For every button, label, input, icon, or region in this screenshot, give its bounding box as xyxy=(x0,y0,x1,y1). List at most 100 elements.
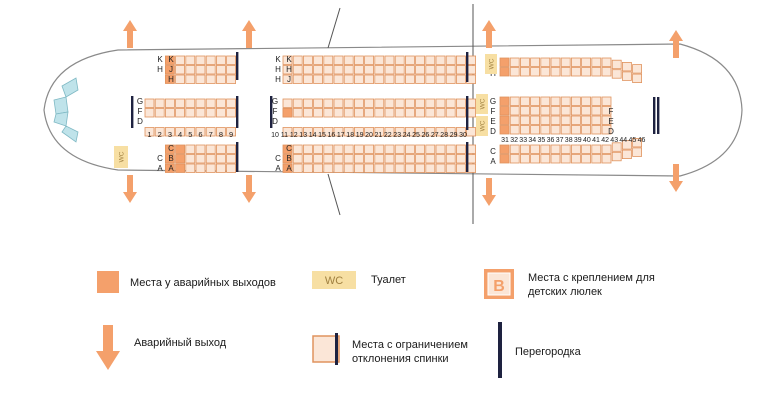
seat xyxy=(560,106,571,116)
partition xyxy=(466,52,469,82)
seat xyxy=(384,55,395,65)
seat xyxy=(195,65,206,75)
seat xyxy=(364,127,375,137)
seat xyxy=(581,125,591,135)
seat xyxy=(509,144,520,154)
seat xyxy=(571,57,581,67)
seat xyxy=(540,67,551,77)
emergency-seat xyxy=(499,57,510,67)
seat-letter: D xyxy=(608,127,614,136)
seat xyxy=(226,163,237,173)
emergency-seat xyxy=(499,125,510,135)
seat xyxy=(364,65,375,75)
row-number: 6 xyxy=(198,130,202,139)
seat xyxy=(164,98,175,108)
seat xyxy=(591,115,602,125)
row-number: 9 xyxy=(229,130,233,139)
seat xyxy=(632,64,642,74)
seat xyxy=(581,144,591,154)
seat xyxy=(292,65,303,75)
seat xyxy=(175,74,186,84)
seat xyxy=(333,154,344,164)
seat xyxy=(364,55,375,65)
seat-letter: H xyxy=(275,75,281,84)
seat xyxy=(175,65,186,75)
row-number: 32 xyxy=(510,137,518,144)
seat xyxy=(282,98,293,108)
exit-arrow-down-icon xyxy=(123,175,137,203)
seat xyxy=(313,144,324,154)
seat xyxy=(415,127,426,137)
partition xyxy=(270,96,273,128)
seat xyxy=(282,108,293,118)
row-number: 1 xyxy=(147,130,151,139)
seat xyxy=(611,151,622,162)
row-number: 11 xyxy=(281,132,288,139)
seat xyxy=(415,55,426,65)
row-number: 44 xyxy=(619,137,627,144)
row-number: 35 xyxy=(538,137,546,144)
seat xyxy=(175,108,186,118)
legend-bassinet-inner xyxy=(487,272,511,296)
seat xyxy=(404,144,415,154)
emergency-seat xyxy=(175,144,186,154)
seat xyxy=(415,163,426,173)
row-number: 16 xyxy=(328,132,336,139)
seat xyxy=(455,127,466,137)
seat xyxy=(144,108,155,118)
exit-arrow-up-icon xyxy=(482,20,496,48)
row-number: 18 xyxy=(346,132,354,139)
seat-letter: D xyxy=(272,117,278,126)
row-number: 27 xyxy=(431,132,439,139)
exit-arrow-up-icon xyxy=(669,30,683,58)
seat xyxy=(226,108,237,118)
seat xyxy=(520,154,530,164)
partition xyxy=(466,96,469,130)
seat xyxy=(601,125,612,135)
seat xyxy=(353,144,364,154)
seat xyxy=(226,154,237,164)
exit-arrow-up-icon xyxy=(123,20,137,48)
seat xyxy=(601,67,612,77)
seat xyxy=(384,127,395,137)
seat xyxy=(374,98,385,108)
emergency-seat xyxy=(164,154,175,164)
seat-letter: G xyxy=(272,97,278,106)
seat xyxy=(622,149,632,160)
seat xyxy=(175,55,186,65)
row-number: 46 xyxy=(638,137,646,144)
seat xyxy=(364,144,375,154)
seat xyxy=(343,108,354,118)
seat xyxy=(520,57,530,67)
seat xyxy=(343,98,354,108)
seat xyxy=(343,144,354,154)
seat xyxy=(226,65,237,75)
seat xyxy=(205,108,216,118)
seat xyxy=(215,55,226,65)
seat xyxy=(591,125,602,135)
row-number: 45 xyxy=(629,137,637,144)
seat-letter: D xyxy=(137,117,143,126)
seat xyxy=(425,98,436,108)
seat xyxy=(445,65,456,75)
seat xyxy=(313,65,324,75)
seat xyxy=(466,127,477,137)
seat xyxy=(581,67,591,77)
seat xyxy=(601,144,612,154)
seat xyxy=(530,154,540,164)
seat xyxy=(520,115,530,125)
seat xyxy=(530,67,540,77)
seat xyxy=(571,144,581,154)
seat xyxy=(622,62,632,72)
seat xyxy=(591,57,602,67)
row-number: 31 xyxy=(501,137,509,144)
seat xyxy=(435,74,446,84)
seat xyxy=(323,74,334,84)
seat xyxy=(205,98,216,108)
seat xyxy=(591,106,602,116)
seat xyxy=(323,65,334,75)
partition xyxy=(653,97,656,134)
seat xyxy=(292,55,303,65)
seat xyxy=(540,154,551,164)
seat xyxy=(282,74,293,84)
